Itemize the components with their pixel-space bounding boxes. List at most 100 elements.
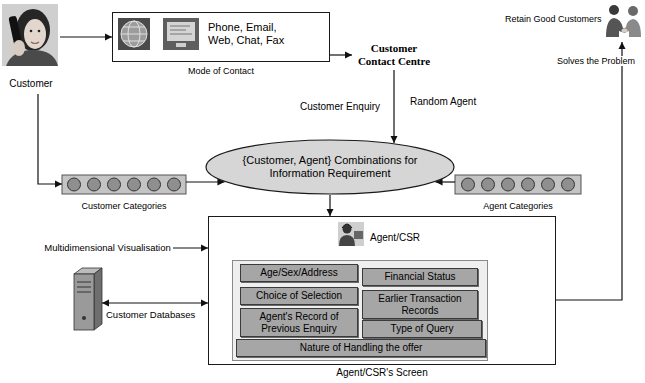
monitor-icon: [170, 26, 192, 34]
agent-category-strip: [542, 178, 555, 191]
connector-line: [556, 42, 622, 300]
annotation-label: Random Agent: [410, 96, 476, 108]
screen-caption: Agent/CSR's Screen: [208, 367, 556, 379]
node-text: Nature of Handling the offer: [300, 342, 423, 354]
node-text: Financial Status: [384, 271, 455, 283]
info-field: Nature of Handling the offer: [236, 339, 486, 357]
edge-label: Customer Enquiry: [300, 101, 380, 113]
contact-centre: Customer Contact Centre: [352, 40, 436, 70]
customer-category-strip: [108, 178, 121, 191]
connector: [102, 300, 208, 307]
customer-category-strip: [88, 178, 101, 191]
customer-category-strip: [68, 178, 81, 191]
customer-photo: [13, 40, 25, 56]
node-text: Agent Categories: [455, 201, 581, 211]
arrow-head: [102, 300, 109, 307]
ellipse-shape: [206, 140, 454, 194]
arrow-head: [105, 34, 112, 41]
agent-icon: [342, 224, 352, 228]
web-globe-icon: [121, 34, 147, 35]
customer-category-strip: [62, 175, 186, 194]
arrow-head: [55, 181, 62, 188]
agent-icon: [338, 222, 364, 246]
handshake-picture: [609, 5, 619, 15]
contact-mode-box: Phone, Email, Web, Chat, FaxMode of Cont…: [112, 12, 330, 82]
arrow-head: [345, 52, 352, 59]
info-field: Type of Query: [362, 320, 482, 338]
node-text: Type of Query: [391, 323, 454, 335]
monitor-icon: [163, 18, 199, 50]
customer-photo: [30, 30, 33, 33]
edge-label: Solves the Problem: [556, 56, 636, 66]
handshake-picture: [622, 29, 628, 33]
node-text: Customer: [2, 78, 60, 90]
web-globe-icon: [121, 21, 147, 47]
agent-category-strip: [455, 175, 581, 194]
monitor-icon: [163, 18, 199, 50]
node-text: Customer Categories: [62, 201, 186, 211]
database-server-icon: [74, 274, 94, 330]
agent-title: Agent/CSR: [370, 232, 420, 244]
database-server-icon: [74, 268, 102, 330]
category-strip: Customer Categories: [62, 174, 186, 220]
database-server-icon: [94, 268, 102, 330]
agent-category-strip: [455, 175, 581, 194]
customer-photo: [2, 4, 58, 66]
retain-customers-node: Retain Good Customers: [505, 2, 643, 42]
node-text: Customer Databases: [106, 310, 195, 321]
agent-category-strip: [482, 178, 495, 191]
node-text: Choice of Selection: [256, 290, 342, 302]
handshake-picture: [606, 18, 627, 37]
monitor-icon: [167, 22, 195, 41]
agent-category-strip: [522, 178, 535, 191]
node-text: Multidimensional Visualisation: [44, 243, 171, 254]
agent-category-strip: [502, 178, 515, 191]
connector: [391, 70, 398, 143]
connector-line: [102, 302, 208, 303]
arrow-head: [201, 245, 208, 252]
agent-icon: [343, 225, 352, 234]
contact-modes: Phone, Email, Web, Chat, Fax: [208, 21, 298, 46]
customer-photo: [2, 4, 58, 66]
customer-category-strip: [148, 178, 161, 191]
info-field: Agent's Record of Previous Enquiry: [240, 308, 358, 337]
agent-category-strip: [562, 178, 575, 191]
arrow-head: [327, 209, 334, 216]
handshake-picture: [606, 5, 641, 37]
customer-actor: Customer: [2, 4, 60, 94]
customer-photo: [38, 30, 41, 33]
agent-icon: [354, 231, 363, 239]
arrow-head: [619, 42, 626, 49]
customer-category-strip: [168, 178, 181, 191]
monitor-icon: [176, 43, 186, 47]
arrow-head: [391, 136, 398, 143]
web-globe-icon: [123, 27, 145, 41]
info-field: Age/Sex/Address: [240, 264, 358, 282]
connector-line: [393, 70, 394, 143]
input-note: Multidimensional Visualisation: [42, 241, 173, 255]
agent-icon: [338, 222, 364, 246]
database-node: Customer Databases: [66, 268, 102, 330]
node-text: Age/Sex/Address: [260, 267, 337, 279]
node-text: Earlier Transaction Records: [365, 293, 475, 316]
customer-photo: [31, 42, 39, 44]
database-server-icon: [77, 282, 91, 292]
connector-line: [38, 94, 62, 184]
info-field: Earlier Transaction Records: [362, 290, 478, 319]
customer-photo: [24, 19, 46, 49]
connector: [38, 94, 62, 188]
customer-category-strip: [62, 175, 186, 194]
info-field: Financial Status: [362, 268, 478, 286]
web-globe-icon: [118, 18, 150, 50]
connector: [330, 52, 352, 59]
box-caption: Mode of Contact: [112, 66, 330, 76]
connector: [327, 195, 334, 216]
arrow-head: [201, 300, 208, 307]
agent-icon: [339, 235, 355, 246]
node-text: {Customer, Agent} Combinations for Infor…: [230, 154, 430, 179]
handshake-picture: [628, 6, 638, 16]
web-globe-icon: [118, 18, 150, 50]
node-text: Customer Contact Centre: [352, 42, 436, 67]
connector: [60, 34, 112, 41]
